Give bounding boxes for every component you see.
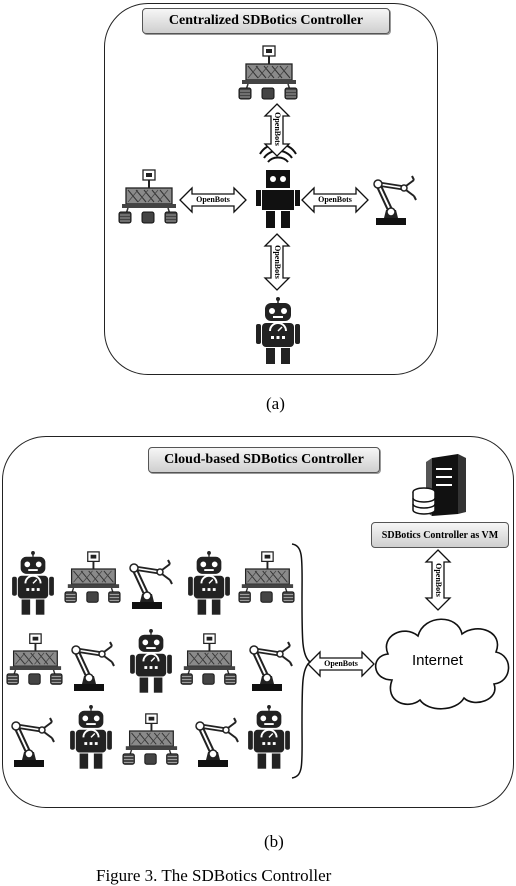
server-icon [412, 454, 466, 516]
caption-a: (a) [266, 394, 285, 413]
arrow-left-label: OpenBots [196, 195, 230, 204]
arrow-robots-cloud-label: OpenBots [324, 659, 358, 668]
cloud-icon [374, 618, 510, 710]
grid-rover-icon [179, 632, 238, 686]
left-rover-icon [118, 169, 178, 224]
grid-robot-arm-icon [130, 560, 172, 609]
arrow-left [179, 186, 247, 214]
arrow-bottom-label: OpenBots [273, 245, 282, 279]
grid-rover-icon [121, 712, 180, 766]
grid-rover-icon [237, 550, 295, 604]
internet-label: Internet [412, 652, 463, 669]
grid-rover-icon [5, 632, 64, 686]
grid-robot-arm-icon [250, 642, 292, 691]
arrow-right-label: OpenBots [318, 195, 352, 204]
top-rover-icon [238, 45, 298, 100]
arrow-vm-cloud-label: OpenBots [434, 563, 443, 597]
vm-controller-label: SDBotics Controller as VM [371, 522, 509, 548]
arrow-robots-cloud [307, 650, 375, 678]
grid-humanoid-icon [247, 704, 291, 770]
grid-humanoid-icon [11, 550, 55, 616]
bottom-humanoid-icon [255, 296, 301, 365]
arrow-right [301, 186, 369, 214]
central-robot-icon [256, 142, 300, 228]
arrow-top-label: OpenBots [273, 112, 282, 146]
grid-humanoid-icon [129, 628, 173, 694]
arrow-vm-cloud [424, 549, 452, 611]
centralized-title: Centralized SDBotics Controller [142, 8, 390, 34]
grid-robot-arm-icon [196, 718, 238, 767]
figure-caption: Figure 3. The SDBotics Controller [96, 866, 332, 885]
cloud-title: Cloud-based SDBotics Controller [148, 447, 380, 473]
arrow-bottom [263, 233, 291, 291]
robot-group-brace [291, 543, 312, 779]
grid-robot-arm-icon [12, 718, 54, 767]
grid-robot-arm-icon [72, 642, 114, 691]
grid-humanoid-icon [69, 704, 113, 770]
right-robot-arm-icon [374, 176, 416, 225]
caption-b: (b) [264, 832, 284, 851]
robot-grid [5, 550, 295, 770]
arrow-top [263, 103, 291, 157]
grid-humanoid-icon [187, 550, 231, 616]
grid-rover-icon [63, 550, 122, 604]
